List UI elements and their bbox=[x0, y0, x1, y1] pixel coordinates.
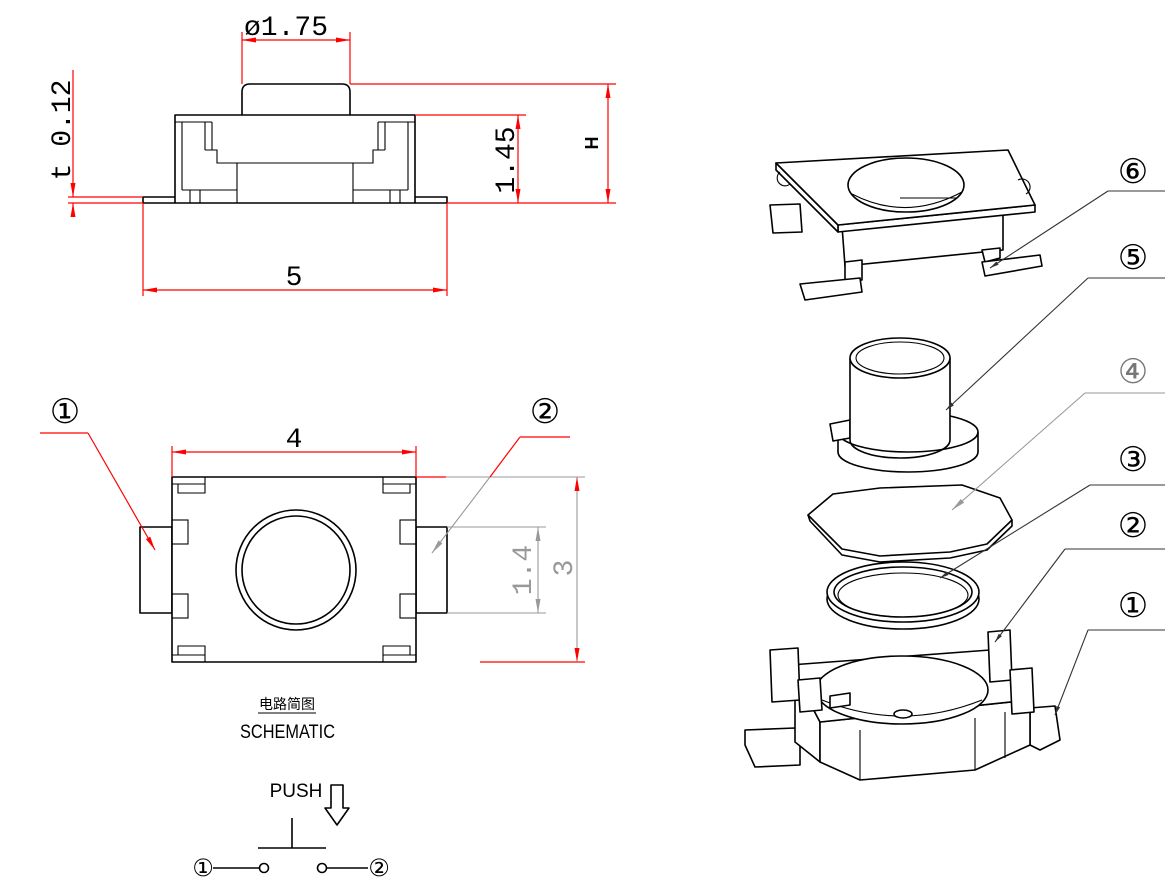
base-center-contact bbox=[893, 709, 913, 719]
plunger-cylinder-top bbox=[849, 337, 951, 379]
part-label-1: ① bbox=[1118, 586, 1148, 626]
part-label-2: ② bbox=[1118, 506, 1148, 546]
schematic-terminal-2: ② bbox=[368, 854, 390, 882]
cover-edge-notches bbox=[776, 171, 1031, 195]
part-cover-plate bbox=[769, 149, 1043, 301]
body-outline bbox=[174, 114, 416, 204]
side-view bbox=[142, 83, 448, 204]
base-cavity-tab bbox=[829, 692, 851, 709]
push-arrow-icon bbox=[324, 784, 350, 826]
cover-right-leg bbox=[981, 247, 1001, 263]
part-label-6: ⑥ bbox=[1118, 152, 1148, 192]
right-side-notch-lower bbox=[399, 593, 417, 619]
thickness-dimension-label: t 0.12 bbox=[48, 80, 79, 181]
callout-terminal-2-leader-red bbox=[489, 436, 521, 478]
cover-left-leg bbox=[844, 259, 863, 283]
left-terminal-pad bbox=[139, 526, 173, 614]
terminal-width-dimension-label: 1.4 bbox=[509, 545, 540, 595]
callout-terminal-1: ① bbox=[50, 392, 80, 432]
total-height-dimension-label: H bbox=[582, 137, 602, 150]
callout-terminal-1-leader bbox=[87, 432, 156, 551]
left-terminal bbox=[142, 196, 175, 204]
part-label-3-leader bbox=[939, 484, 1091, 579]
cover-right-foot bbox=[981, 254, 1043, 277]
cover-hole bbox=[847, 157, 965, 213]
part-label-4-leader bbox=[951, 392, 1086, 511]
base-left-foot bbox=[744, 727, 801, 768]
top-view bbox=[139, 476, 448, 663]
part-ring bbox=[826, 561, 980, 630]
length-dimension-label: 5 bbox=[286, 263, 303, 294]
cover-hole-rim bbox=[851, 191, 963, 209]
right-side-notch-upper bbox=[399, 519, 417, 545]
thickness-extension-lines bbox=[68, 196, 143, 204]
exploded-part-labels: ⑥ ⑤ ④ ③ ② ① bbox=[939, 152, 1165, 716]
base-front-details bbox=[859, 712, 1006, 780]
switch-contact-right bbox=[316, 862, 328, 874]
ring-inner-rim bbox=[837, 572, 969, 618]
terminal-width-extension-lines bbox=[447, 526, 546, 614]
plunger-cylinder-top-inner bbox=[855, 341, 945, 375]
exploded-view: ⑥ ⑤ ④ ③ ② ① bbox=[744, 149, 1165, 781]
part-label-4: ④ bbox=[1118, 352, 1148, 392]
body-outline-top bbox=[171, 476, 417, 663]
part-label-2-leader bbox=[994, 548, 1066, 643]
corner-details bbox=[172, 477, 416, 662]
dome-outline bbox=[807, 484, 1013, 557]
schematic-title-en: SCHEMATIC bbox=[240, 722, 335, 743]
plunger-cylinder-sides bbox=[849, 358, 951, 459]
body-height-extension-lines bbox=[415, 114, 616, 204]
part-plunger bbox=[829, 337, 979, 473]
base-left-pillar bbox=[769, 647, 801, 703]
ring-top bbox=[826, 561, 980, 623]
part-dome bbox=[807, 484, 1013, 563]
side-view-dimensions: ø1.75 t 0.12 1.45 H 5 bbox=[48, 13, 616, 296]
left-side-notch-upper bbox=[171, 519, 189, 545]
plunger-outline bbox=[241, 83, 351, 115]
callout-terminal-2-leader-gray bbox=[431, 476, 491, 554]
top-view-dimensions: 4 3 1.4 ① ② bbox=[40, 392, 585, 663]
push-label: PUSH bbox=[270, 781, 323, 802]
schematic: 电路简图 SCHEMATIC PUSH ① ② bbox=[192, 696, 390, 882]
actuator-outer-circle bbox=[235, 509, 357, 631]
part-label-1-leader bbox=[1054, 629, 1089, 716]
cover-left-foot bbox=[799, 277, 863, 301]
diameter-dimension-label: ø1.75 bbox=[244, 13, 328, 44]
part-label-5: ⑤ bbox=[1118, 238, 1148, 278]
width-dimension-label: 4 bbox=[286, 425, 303, 456]
base-right-pillar bbox=[987, 629, 1013, 683]
plunger-side-tab bbox=[829, 419, 851, 442]
part-label-5-leader bbox=[945, 277, 1089, 411]
callout-terminal-2: ② bbox=[530, 392, 560, 432]
schematic-title-cn: 电路简图 bbox=[259, 696, 315, 713]
right-terminal bbox=[415, 196, 448, 204]
body-height-dimension-label: 1.45 bbox=[492, 126, 523, 193]
base-right-pillar-front bbox=[1009, 667, 1035, 715]
length-extension-lines bbox=[142, 203, 448, 296]
left-side-notch-lower bbox=[171, 593, 189, 619]
part-base bbox=[744, 629, 1061, 781]
base-left-pillar-rear bbox=[797, 677, 823, 713]
schematic-terminal-1: ① bbox=[192, 854, 214, 882]
cover-left-tab bbox=[769, 203, 803, 234]
body-detail-lines bbox=[175, 121, 415, 203]
part-label-6-leader bbox=[989, 190, 1109, 269]
depth-dimension-label: 3 bbox=[550, 560, 581, 577]
switch-contact-left bbox=[258, 862, 270, 874]
actuator-inner-circle bbox=[241, 515, 351, 625]
part-label-3: ③ bbox=[1118, 440, 1148, 480]
